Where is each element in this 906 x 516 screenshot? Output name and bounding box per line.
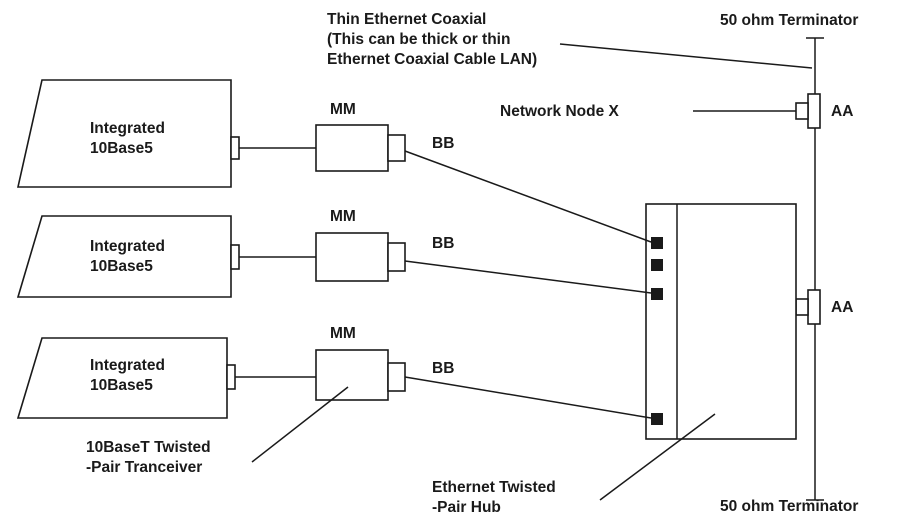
- coax-label-line3: Ethernet Coaxial Cable LAN): [327, 51, 537, 68]
- transceiver-3-connector: [387, 362, 406, 392]
- cable-1-to-hub: [404, 150, 652, 243]
- device-2-mm-label: MM: [330, 208, 356, 225]
- transceiver-2-connector: [387, 242, 406, 272]
- hub-port-2: [651, 259, 663, 271]
- device-1: [17, 79, 406, 188]
- hub-label-line1: Ethernet Twisted: [432, 479, 556, 496]
- device-2-port: [230, 244, 240, 270]
- hub-label-line2: -Pair Hub: [432, 499, 501, 516]
- terminator-bottom-label: 50 ohm Terminator: [720, 498, 858, 515]
- aa-connector-bottom: [795, 289, 821, 325]
- device-1-body: [17, 79, 232, 188]
- cable-3-to-hub: [404, 376, 652, 419]
- device-3-name-line1: Integrated: [90, 357, 165, 374]
- aa-label-top: AA: [831, 103, 853, 120]
- hub-body: [645, 203, 797, 440]
- device-2-bb-label: BB: [432, 235, 454, 252]
- device-2-name-line1: Integrated: [90, 238, 165, 255]
- hub-label-leader: [599, 413, 716, 501]
- transceiver-label-line2: -Pair Tranceiver: [86, 459, 202, 476]
- ethernet-hub: [645, 203, 797, 440]
- transceiver-2-body: [315, 232, 389, 282]
- device-2: [16, 215, 406, 298]
- coax-label-line2: (This can be thick or thin: [327, 31, 510, 48]
- device-1-name-line2: 10Base5: [90, 140, 153, 157]
- device-3-mm-label: MM: [330, 325, 356, 342]
- device-3-port: [226, 364, 236, 390]
- device-1-name-line1: Integrated: [90, 120, 165, 137]
- transceiver-label-leader: [251, 386, 349, 463]
- cable-2-to-hub: [404, 260, 652, 294]
- device-1-mm-label: MM: [330, 101, 356, 118]
- aa-label-bottom: AA: [831, 299, 853, 316]
- device-3: [16, 337, 406, 419]
- transceiver-label-line1: 10BaseT Twisted: [86, 439, 211, 456]
- transceiver-1-connector: [387, 134, 406, 162]
- device-1-port: [230, 136, 240, 160]
- transceiver-3-body: [315, 349, 389, 401]
- device-3-body: [16, 337, 228, 419]
- aa-connector-top: [795, 93, 821, 129]
- transceiver-1-body: [315, 124, 389, 172]
- coax-label-leader: [559, 43, 813, 69]
- hub-port-3: [651, 288, 663, 300]
- coax-label-line1: Thin Ethernet Coaxial: [327, 11, 486, 28]
- hub-port-4: [651, 413, 663, 425]
- terminator-top-label: 50 ohm Terminator: [720, 12, 858, 29]
- device-3-bb-label: BB: [432, 360, 454, 377]
- device-2-body: [16, 215, 232, 298]
- hub-port-1: [651, 237, 663, 249]
- device-2-name-line2: 10Base5: [90, 258, 153, 275]
- device-1-bb-label: BB: [432, 135, 454, 152]
- device-3-name-line2: 10Base5: [90, 377, 153, 394]
- network-node-label: Network Node X: [500, 103, 620, 120]
